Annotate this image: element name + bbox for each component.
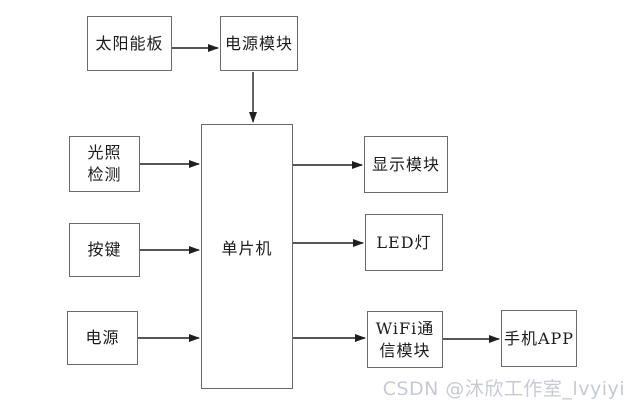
node-solar-panel: 太阳能板 <box>87 16 172 71</box>
node-mcu: 单片机 <box>201 124 293 389</box>
node-wifi-module: WiFi通 信模块 <box>367 311 443 368</box>
node-buttons: 按键 <box>69 223 140 277</box>
csdn-watermark: CSDN @沐欣工作室_lvyiyi <box>382 378 625 400</box>
node-power-module: 电源模块 <box>220 16 298 71</box>
node-power-supply: 电源 <box>67 311 138 365</box>
node-phone-app: 手机APP <box>501 310 577 367</box>
node-led-light: LED灯 <box>365 214 443 271</box>
node-display-module: 显示模块 <box>364 136 448 193</box>
node-light-detect: 光照 检测 <box>69 136 140 192</box>
